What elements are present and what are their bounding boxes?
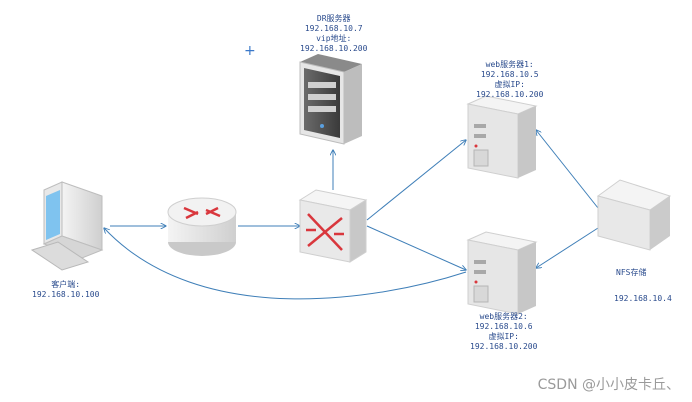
- nfs-storage-icon: [596, 179, 672, 251]
- router-icon: [167, 197, 237, 256]
- web2-ip: 192.168.10.6: [474, 322, 533, 331]
- link-web2-client: [104, 228, 467, 300]
- switch-icon: [298, 189, 368, 263]
- web1-vip: 192.168.10.200: [476, 90, 544, 99]
- web2-vip: 192.168.10.200: [470, 342, 538, 351]
- dr-server-vip: 192.168.10.200: [300, 44, 368, 53]
- web1-vip-label: 虚拟IP:: [494, 80, 525, 89]
- nfs-ip: 192.168.10.4: [614, 294, 672, 303]
- client-title: 客户端:: [51, 280, 81, 289]
- dr-server-label: DR服务器 192.168.10.7 vip地址: 192.168.10.200: [300, 14, 367, 54]
- dr-server-icon: [299, 54, 362, 145]
- web2-vip-label: 虚拟IP:: [488, 332, 519, 341]
- watermark: CSDN @小小皮卡丘、: [537, 377, 680, 393]
- client-computer-icon: [30, 181, 104, 271]
- web2-label: web服务器2: 192.168.10.6 虚拟IP: 192.168.10.2…: [470, 312, 537, 352]
- link-nfs-web1: [536, 130, 599, 209]
- link-nfs-web2: [536, 227, 599, 268]
- dr-server-vip-label: vip地址:: [316, 34, 352, 43]
- link-switch-web1: [366, 140, 466, 221]
- web1-ip: 192.168.10.5: [480, 70, 539, 79]
- dr-server-title: DR服务器: [316, 14, 351, 23]
- web-server-2-icon: [466, 231, 538, 315]
- dr-server-ip: 192.168.10.7: [304, 24, 363, 33]
- nfs-name: NFS存储: [616, 268, 647, 277]
- client-ip: 192.168.10.100: [32, 290, 100, 299]
- web1-title: web服务器1:: [485, 60, 534, 69]
- link-switch-web2: [366, 225, 466, 270]
- web2-title: web服务器2:: [479, 312, 528, 321]
- client-label: 客户端: 192.168.10.100: [32, 280, 99, 300]
- plus-icon: +: [244, 43, 256, 59]
- web-server-1-icon: [466, 95, 538, 179]
- web1-label: web服务器1: 192.168.10.5 虚拟IP: 192.168.10.2…: [476, 60, 543, 100]
- connections: [104, 130, 599, 300]
